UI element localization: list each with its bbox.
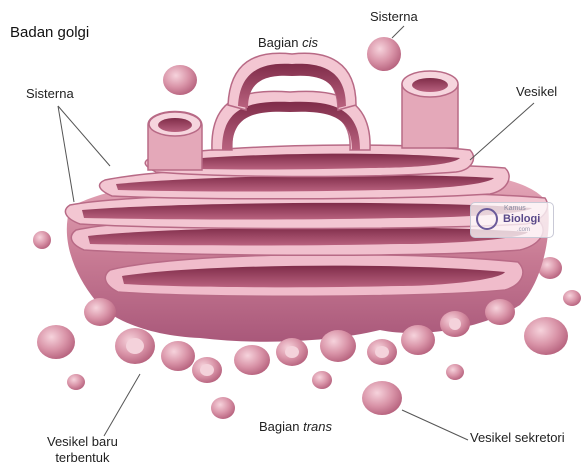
label-vesikel-baru-terbentuk: Vesikel baru terbentuk (47, 434, 118, 465)
label-bagian-trans-prefix: Bagian (259, 419, 303, 434)
label-sisterna-top: Sisterna (370, 9, 418, 24)
label-bagian-cis-italic: cis (302, 35, 318, 50)
dna-magnifier-icon (476, 208, 498, 230)
watermark-small-text: Kamus (504, 205, 526, 212)
label-vesikel: Vesikel (516, 84, 557, 99)
label-bagian-trans: Bagian trans (259, 419, 332, 434)
watermark-sub-text: .com (517, 227, 530, 233)
label-vesikel-baru-line1: Vesikel baru (47, 434, 118, 450)
label-bagian-trans-italic: trans (303, 419, 332, 434)
label-bagian-cis-prefix: Bagian (258, 35, 302, 50)
label-sisterna-left: Sisterna (26, 86, 74, 101)
diagram-title: Badan golgi (10, 25, 89, 40)
label-vesikel-sekretori: Vesikel sekretori (470, 430, 565, 445)
watermark-logo: Kamus Biologi .com (470, 202, 554, 238)
label-bagian-cis: Bagian cis (258, 35, 318, 50)
label-vesikel-baru-line2: terbentuk (47, 450, 118, 465)
watermark-brand-text: Biologi (503, 213, 540, 225)
